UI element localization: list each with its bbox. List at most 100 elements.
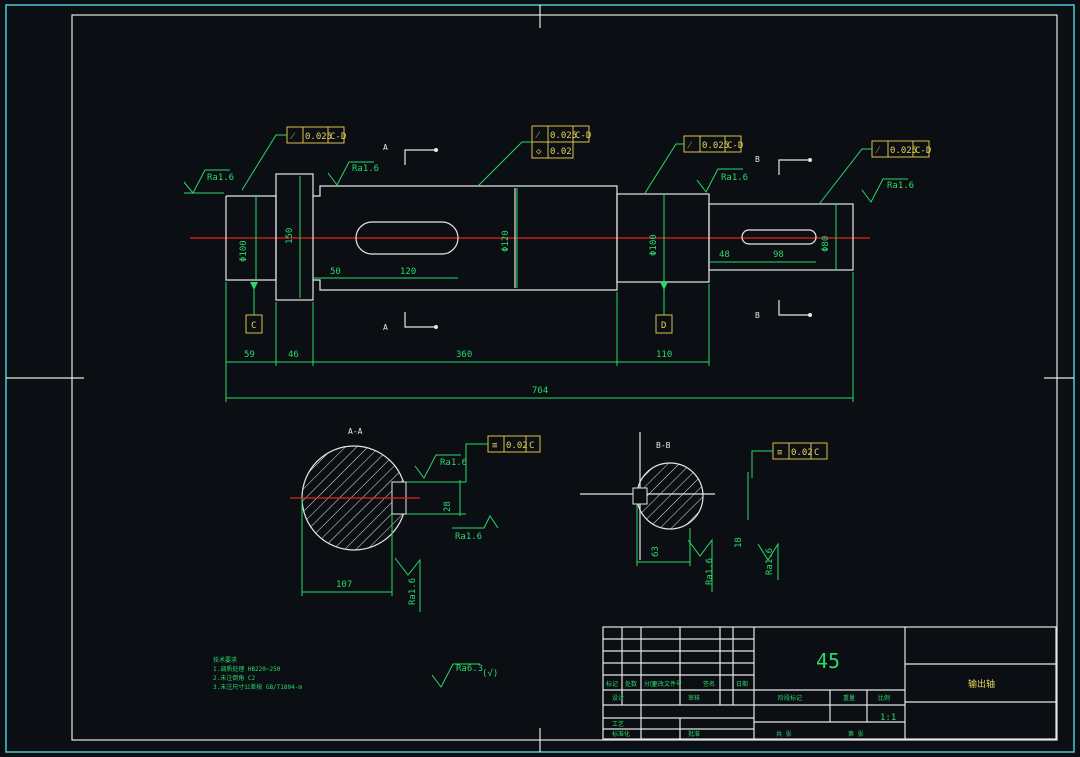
svg-text:0.02: 0.02 [506, 441, 528, 451]
svg-text:◇: ◇ [536, 147, 542, 157]
svg-text:⁄: ⁄ [875, 146, 881, 156]
roughness-r4: Ra1.6 [861, 178, 914, 203]
fcf-1: ⁄ 0.025 C-D [241, 126, 346, 191]
svg-text:处数: 处数 [625, 680, 637, 688]
svg-text:标记: 标记 [606, 680, 618, 688]
svg-text:审核: 审核 [688, 694, 700, 702]
title-block: 45 输出轴 1:1 阶段标记 重量 比例 标记 处数 分区 更改文件号 签名 … [602, 626, 1057, 740]
svg-text:更改文件号: 更改文件号 [652, 680, 682, 688]
title-part-name: 输出轴 [968, 678, 995, 690]
section-a-a: A-A 107 28 ≡ 0.02 C Ra1.6 Ra1.6 Ra1.6 [290, 427, 541, 612]
svg-text:≡: ≡ [777, 448, 783, 458]
title-scale: 1:1 [880, 713, 896, 723]
technical-notes: 技术要求 1.调质处理 HB220~250 2.未注倒角 C2 3.未注尺寸公差… [213, 656, 302, 691]
svg-text:C-D: C-D [330, 132, 346, 142]
dim-section-a-key: 28 [443, 501, 453, 512]
dim-dia-right: Φ100 [649, 234, 659, 256]
section-b-mark-bottom: B [755, 311, 760, 320]
dim-keyway-b-offset: 48 [719, 250, 730, 260]
fcf-4: ⁄ 0.025 C-D [819, 140, 931, 204]
svg-text:1.调质处理 HB220~250: 1.调质处理 HB220~250 [213, 665, 281, 673]
fcf-2: ⁄ 0.025 C-D ◇ 0.02 [477, 125, 591, 187]
fcf-3: ⁄ 0.025 C-D [644, 135, 743, 194]
svg-text:0.025: 0.025 [305, 132, 332, 142]
dim-section-b-width: 63 [651, 546, 661, 557]
shaft-collar [275, 173, 314, 301]
svg-text:Ra1.6: Ra1.6 [352, 164, 379, 174]
shaft-end-section [708, 203, 854, 271]
svg-text:设计: 设计 [612, 694, 624, 702]
svg-text:⁄: ⁄ [687, 141, 693, 151]
svg-text:阶段标记: 阶段标记 [778, 694, 802, 702]
section-b-b: B-B 63 18 ≡ 0.02 C Ra1.6 Ra1.6 [580, 432, 828, 592]
section-a-mark-bottom: A [383, 323, 388, 332]
outer-frame [5, 4, 1075, 753]
section-a-title: A-A [348, 427, 363, 436]
dim-keyway-a-length: 120 [400, 267, 416, 277]
svg-text:C-D: C-D [915, 146, 931, 156]
svg-text:0.02: 0.02 [791, 448, 813, 458]
dim-length-46: 46 [288, 350, 299, 360]
svg-text:0.025: 0.025 [890, 146, 917, 156]
shaft-main-view [190, 173, 870, 301]
svg-text:≡: ≡ [492, 441, 498, 451]
svg-text:Ra1.6: Ra1.6 [765, 548, 775, 575]
dim-dia-mid: Φ120 [501, 230, 511, 252]
svg-text:3.未注尺寸公差按 GB/T1804-m: 3.未注尺寸公差按 GB/T1804-m [213, 683, 302, 691]
dim-length-59: 59 [244, 350, 255, 360]
svg-text:Ra6.3: Ra6.3 [456, 664, 483, 674]
dim-section-b-key: 18 [734, 537, 744, 548]
svg-text:第 张: 第 张 [848, 730, 864, 738]
svg-text:⁄: ⁄ [290, 132, 296, 142]
svg-text:重量: 重量 [843, 694, 855, 702]
svg-text:工艺: 工艺 [612, 720, 624, 728]
svg-text:Ra1.6: Ra1.6 [408, 578, 418, 605]
datum-markers: C D [245, 282, 673, 334]
svg-text:C: C [529, 441, 534, 451]
svg-text:Ra1.6: Ra1.6 [887, 181, 914, 191]
svg-text:2.未注倒角 C2: 2.未注倒角 C2 [213, 674, 255, 682]
dim-length-360: 360 [456, 350, 472, 360]
svg-text:Ra1.6: Ra1.6 [440, 458, 467, 468]
svg-text:技术要求: 技术要求 [213, 656, 237, 664]
datum-c-label: C [251, 321, 256, 331]
svg-text:标准化: 标准化 [612, 730, 630, 738]
svg-text:分区: 分区 [644, 680, 656, 688]
svg-text:0.025: 0.025 [550, 131, 577, 141]
roughness-r2: Ra1.6 [327, 161, 379, 186]
title-material: 45 [816, 649, 840, 673]
dim-keyway-b-length: 98 [773, 250, 784, 260]
svg-text:批准: 批准 [688, 730, 700, 738]
svg-text:⁄: ⁄ [535, 131, 541, 141]
svg-text:Ra1.6: Ra1.6 [207, 173, 234, 183]
dim-dia-collar: 150 [285, 228, 295, 244]
keyway-a [355, 221, 459, 255]
svg-text:共 张: 共 张 [776, 730, 792, 738]
length-dimensions: 59 46 360 110 764 [225, 272, 854, 402]
dim-overall-length: 764 [532, 386, 548, 396]
keyway-b [741, 229, 817, 245]
svg-text:C: C [814, 448, 819, 458]
section-cut-markers: A A B B [383, 143, 812, 332]
svg-text:Ra1.6: Ra1.6 [455, 532, 482, 542]
svg-text:C-D: C-D [727, 141, 743, 151]
inner-frame [71, 14, 1058, 741]
keyway-dimensions: 50 120 48 98 [313, 250, 816, 279]
svg-text:C-D: C-D [575, 131, 591, 141]
dim-dia-end: Φ80 [821, 236, 831, 252]
dim-section-a-width: 107 [336, 580, 352, 590]
svg-text:Ra1.6: Ra1.6 [721, 173, 748, 183]
dim-length-110: 110 [656, 350, 672, 360]
svg-text:Ra1.6: Ra1.6 [705, 558, 715, 585]
roughness-r1: Ra1.6 [183, 169, 234, 194]
svg-text:签名: 签名 [703, 680, 715, 688]
svg-text:日期: 日期 [736, 680, 748, 688]
general-roughness: Ra6.3 (√) [431, 663, 498, 688]
section-a-mark-top: A [383, 143, 388, 152]
svg-text:0.025: 0.025 [702, 141, 729, 151]
dim-keyway-a-offset: 50 [330, 267, 341, 277]
svg-text:0.02: 0.02 [550, 147, 572, 157]
section-b-mark-top: B [755, 155, 760, 164]
roughness-r3: Ra1.6 [696, 168, 748, 193]
